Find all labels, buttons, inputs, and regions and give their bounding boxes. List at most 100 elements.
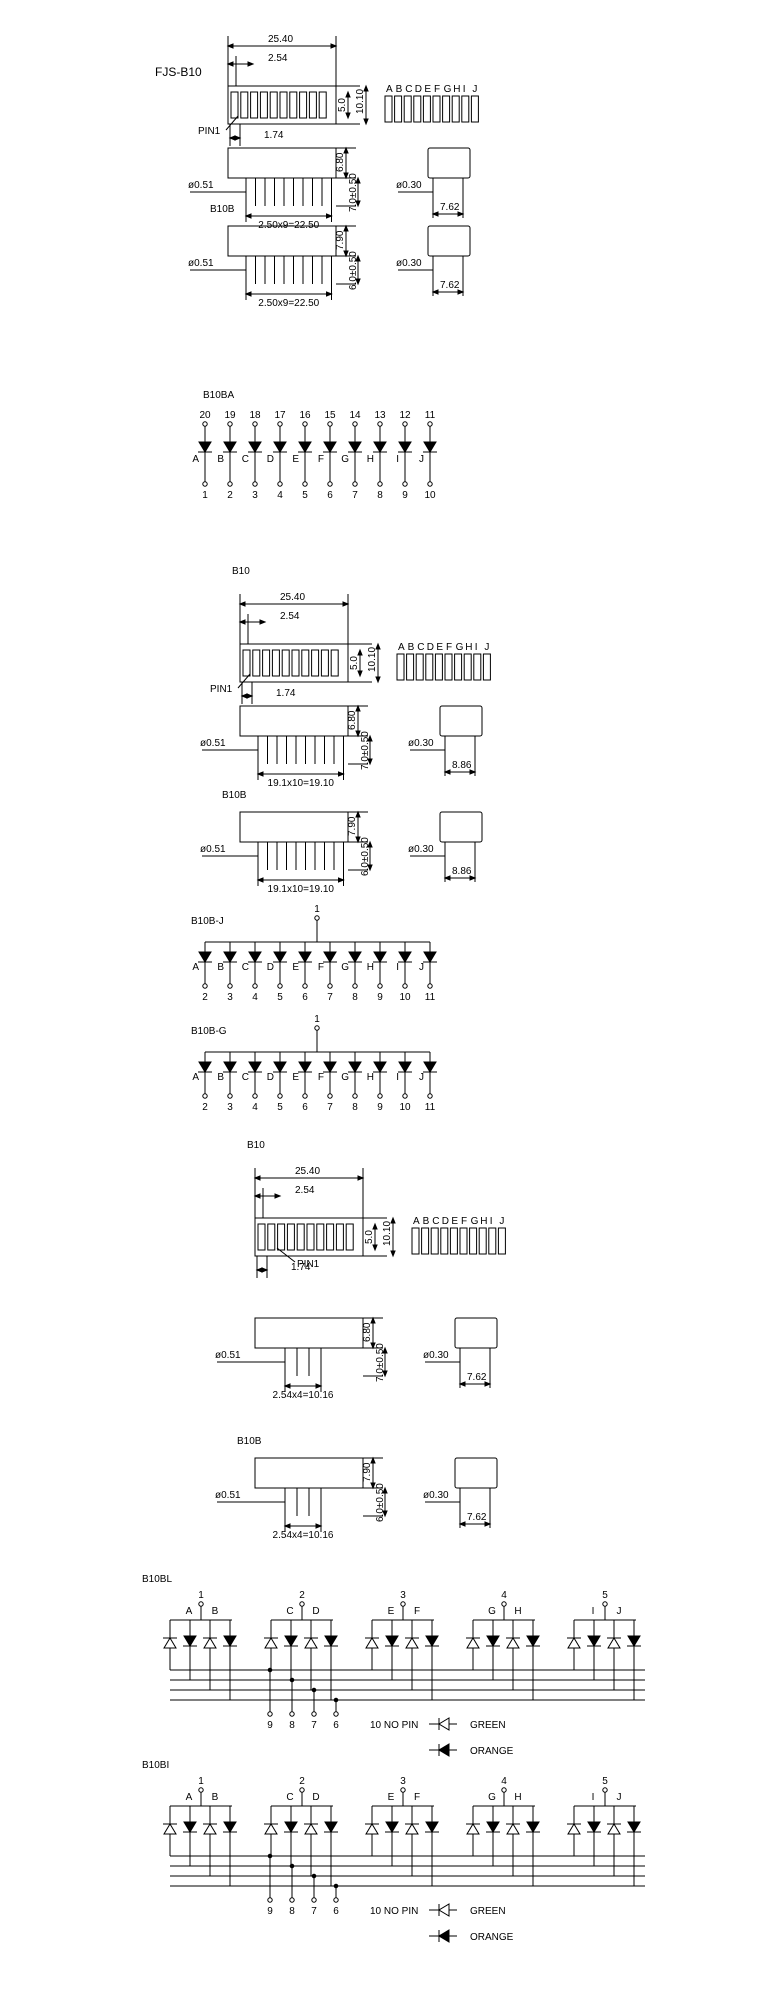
arrow-head [382, 1486, 388, 1494]
led-diode-orange [627, 1635, 641, 1647]
pin-number: 13 [374, 410, 386, 421]
top-pin-terminal [277, 421, 283, 427]
arrow-head [234, 135, 242, 141]
segment-letter: F [414, 1792, 420, 1803]
width-value: 25.40 [268, 34, 293, 45]
led-diode-symbol [298, 951, 312, 963]
bottom-pin-terminal [277, 481, 283, 487]
led-diode-green [405, 1637, 419, 1649]
led-diode-green [405, 1823, 419, 1835]
group-pin-number: 1 [198, 1590, 204, 1601]
bottom-pin-terminal [289, 1711, 295, 1717]
package-label: B10 [232, 566, 250, 577]
group-common-terminal [602, 1787, 608, 1793]
arrow-head [458, 1521, 466, 1527]
segment-letter: C [242, 1072, 249, 1083]
pin-span-value: 19.1x10=19.10 [268, 884, 335, 895]
bottom-pin-terminal [427, 481, 433, 487]
led-diode-orange [223, 1635, 237, 1647]
pin-number: 9 [267, 1720, 273, 1731]
segment-letter: J [419, 1072, 424, 1083]
segment-letter: I [396, 454, 399, 465]
inner-height-value: 5.0 [349, 656, 360, 670]
arrow-head [315, 1523, 323, 1529]
width-value: 25.40 [295, 1166, 320, 1177]
led-diode-symbol [423, 1061, 437, 1073]
segment-letter: F [318, 1072, 324, 1083]
segment-letter: E [436, 642, 443, 653]
bottom-pin-terminal [227, 983, 233, 989]
led-diode-symbol [373, 951, 387, 963]
segment-letter: J [419, 962, 424, 973]
bottom-pin-terminal [427, 1093, 433, 1099]
pin-number: 2 [202, 1102, 208, 1113]
segment-window [345, 1223, 354, 1251]
lead-length-value: 6.0±0.50 [375, 1483, 386, 1522]
bottom-pin-terminal [227, 481, 233, 487]
segment-letter: A [398, 642, 405, 653]
bottom-pin-terminal [302, 1093, 308, 1099]
bottom-pin-terminal [352, 481, 358, 487]
segment-window [326, 1223, 335, 1251]
segment-outline [469, 1227, 478, 1255]
segment-letter: D [442, 1216, 449, 1227]
segment-letter: H [514, 1792, 521, 1803]
junction-dot [267, 1853, 273, 1859]
segment-outline [497, 1227, 506, 1255]
arrow-head [315, 1383, 323, 1389]
bottom-pin-terminal [252, 983, 258, 989]
pin-number: 9 [377, 1102, 383, 1113]
package-body-side [239, 811, 349, 843]
arrow-head [367, 758, 373, 766]
led-diode-symbol [273, 951, 287, 963]
pin-number: 10 [424, 490, 436, 501]
pin-number: 9 [377, 992, 383, 1003]
segment-outline [422, 95, 431, 123]
segment-outline [440, 1227, 449, 1255]
group-common-terminal [400, 1787, 406, 1793]
segment-letter: J [499, 1216, 504, 1227]
pin-diameter: ø0.51 [215, 1350, 241, 1361]
end-width-value: 7.62 [467, 1372, 487, 1383]
led-diode-symbol [398, 441, 412, 453]
group-common-terminal [501, 1787, 507, 1793]
segment-window [320, 649, 329, 677]
segment-outline [488, 1227, 497, 1255]
led-diode-orange [526, 1635, 540, 1647]
bottom-pin-terminal [302, 481, 308, 487]
segment-letter: J [472, 84, 477, 95]
arrow-head [259, 619, 267, 625]
pin-number: 4 [252, 1102, 258, 1113]
bottom-pin-terminal [333, 1897, 339, 1903]
arrow-head [431, 289, 439, 295]
segment-letter: A [186, 1792, 193, 1803]
pin1-leader [225, 115, 239, 131]
segment-outline [459, 1227, 468, 1255]
segment-outline [470, 95, 479, 123]
led-diode-green [163, 1637, 177, 1649]
arrow-head [458, 1381, 466, 1387]
segment-letter: E [292, 1072, 299, 1083]
segment-outline [415, 653, 424, 681]
pin-number: 10 [399, 992, 411, 1003]
package-end-view [439, 811, 483, 843]
segment-letter: G [471, 1216, 479, 1227]
led-diode-symbol [248, 1061, 262, 1073]
segment-letter: F [414, 1606, 420, 1617]
arrow-head [345, 90, 351, 98]
junction-dot [267, 1667, 273, 1673]
pin-number: 19 [224, 410, 236, 421]
segment-outline [482, 653, 491, 681]
circuit-label: B10BI [142, 1760, 169, 1771]
led-diode-symbol [273, 1061, 287, 1073]
led-diode-symbol [348, 441, 362, 453]
arrow-head [247, 61, 255, 67]
arrow-head [457, 289, 465, 295]
segment-letter: I [475, 642, 478, 653]
arrow-head [355, 254, 361, 262]
arrow-head [238, 619, 246, 625]
group-pin-number: 1 [198, 1776, 204, 1787]
pin-number: 6 [333, 1720, 339, 1731]
bottom-pin-terminal [252, 1093, 258, 1099]
